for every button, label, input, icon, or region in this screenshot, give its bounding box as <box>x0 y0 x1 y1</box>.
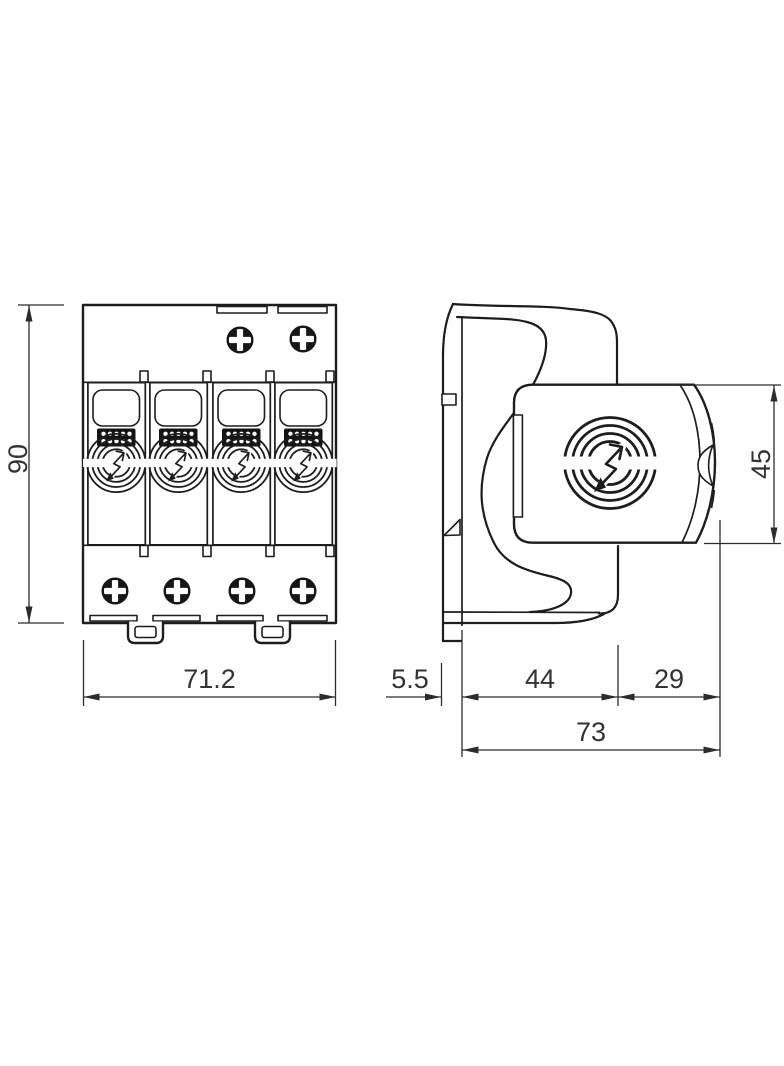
base-front-ledge <box>597 544 620 615</box>
terminal-screw-bottom <box>228 577 256 605</box>
base-concave-face <box>455 315 573 614</box>
dimension-base-depth: 44 <box>461 630 619 757</box>
bottom-slots <box>89 614 328 622</box>
base-bottom-edge <box>441 612 606 625</box>
top-slot <box>216 305 268 314</box>
dimension-total-depth: 73 <box>462 717 720 754</box>
base-top-arm-outer <box>451 302 619 387</box>
dim-label-base-depth: 44 <box>525 664 555 694</box>
rail-hook-notch <box>441 393 457 406</box>
dim-label-total-depth: 73 <box>576 717 606 747</box>
dim-label-module-depth: 29 <box>654 664 684 694</box>
dimensions: 90 71.2 5.5 44 <box>3 304 781 757</box>
dimension-width: 71.2 <box>82 640 337 706</box>
dim-label-rail-offset: 5.5 <box>391 664 429 694</box>
dim-label-width: 71.2 <box>183 664 236 694</box>
top-slot <box>277 305 328 314</box>
base-bottom-inner-line <box>443 611 601 614</box>
dimension-module-height: 45 <box>622 384 781 545</box>
terminal-screw-bottom <box>101 577 129 605</box>
rail-spring-claw <box>443 518 461 537</box>
dimension-height: 90 <box>3 304 64 624</box>
terminal-screw-top <box>226 326 254 354</box>
dimension-rail-offset: 5.5 <box>386 663 443 706</box>
terminal-screw-top <box>289 325 317 353</box>
dim-label-height: 90 <box>3 444 33 474</box>
din-rail-foot <box>253 620 292 645</box>
dimension-module-depth: 29 <box>618 520 721 757</box>
base-back-edge <box>441 302 455 643</box>
din-rail-foot <box>126 620 165 645</box>
side-view <box>441 302 717 643</box>
latch-seam-ticks <box>710 422 716 509</box>
module-side-groove <box>512 414 524 518</box>
release-latch <box>697 444 714 487</box>
terminal-screw-bottom <box>163 577 191 605</box>
dim-label-module-height: 45 <box>746 449 776 479</box>
terminal-screw-bottom <box>289 577 317 605</box>
front-view <box>81 303 337 645</box>
